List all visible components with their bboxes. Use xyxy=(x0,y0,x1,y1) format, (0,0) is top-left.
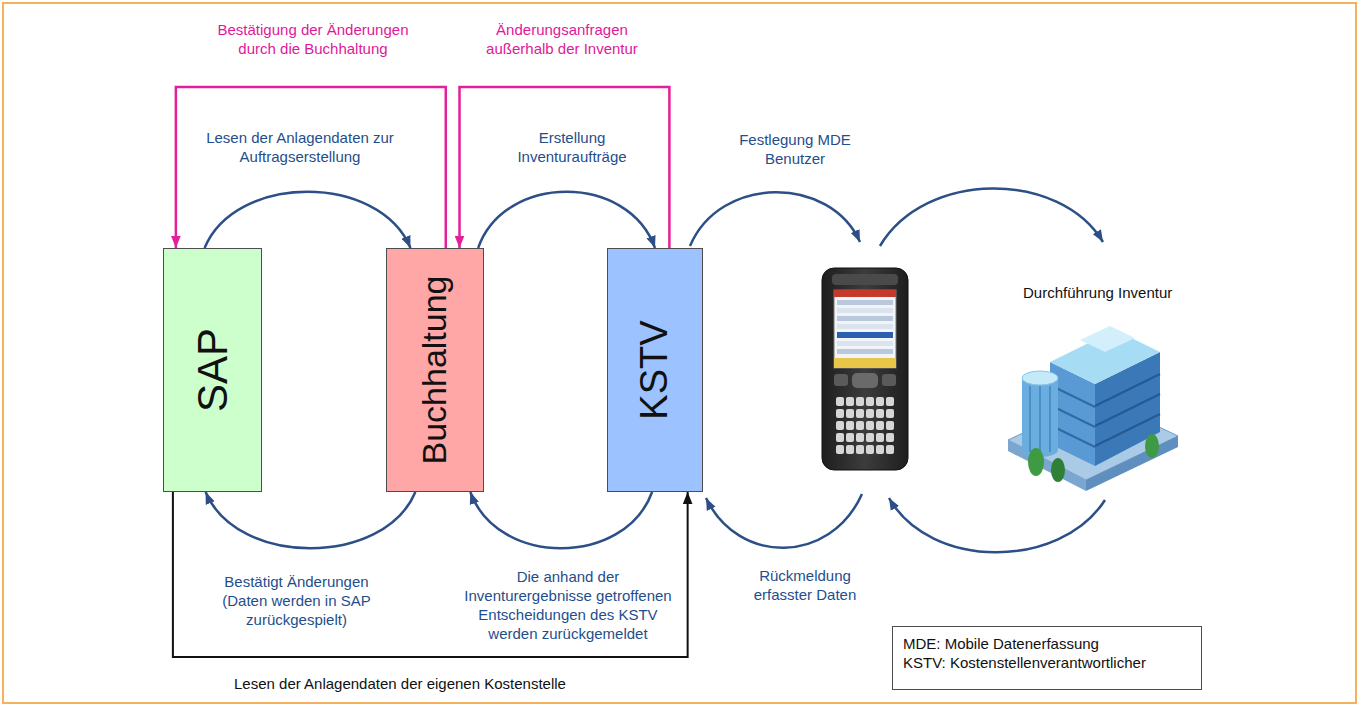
abbreviation-text: KSTV: Kostenstellenverantwortlicher xyxy=(903,653,1191,672)
annotation-label: Festlegung MDE Benutzer xyxy=(730,130,860,168)
connector xyxy=(176,87,446,248)
connector xyxy=(470,492,652,548)
connector-label: Bestätigung der Änderungen durch die Buc… xyxy=(203,20,423,58)
building-illustration xyxy=(1008,326,1178,491)
box-label: Buchhaltung xyxy=(416,275,453,464)
connector xyxy=(205,192,411,248)
flow-arrow xyxy=(880,188,1103,246)
flow-arrow xyxy=(706,494,862,548)
device-flow-arrows xyxy=(690,188,1105,552)
connector-label: Änderungsanfragen außerhalb der Inventur xyxy=(462,20,662,58)
connector xyxy=(460,87,670,248)
connector-label: Erstellung Inventuraufträge xyxy=(497,128,647,166)
box-label: SAP xyxy=(189,328,235,412)
connector-label: Lesen der Anlagendaten zur Auftragserste… xyxy=(200,128,400,166)
mde-device xyxy=(822,268,908,470)
annotation-label: Rückmeldung erfasster Daten xyxy=(740,566,870,604)
flow-arrow xyxy=(690,192,860,246)
department-box: Buchhaltung xyxy=(386,248,484,492)
abbreviation-box: MDE: Mobile DatenerfassungKSTV: Kostenst… xyxy=(892,626,1202,690)
abbreviation-text: MDE: Mobile Datenerfassung xyxy=(903,634,1191,653)
system-box: SAP xyxy=(163,248,262,492)
box-label: KSTV xyxy=(634,320,676,419)
role-box: KSTV xyxy=(607,248,703,492)
connector-label: Lesen der Anlagendaten der eigenen Koste… xyxy=(232,674,568,693)
connector xyxy=(173,492,688,657)
connector-label: Bestätigt Änderungen (Daten werden in SA… xyxy=(204,572,389,629)
connector-label: Die anhand der Inventurergebnisse getrof… xyxy=(459,567,677,643)
annotation-label: Durchführung Inventur xyxy=(1021,283,1174,302)
connector xyxy=(478,192,655,248)
flow-arrow xyxy=(889,498,1105,552)
connector xyxy=(206,492,416,548)
